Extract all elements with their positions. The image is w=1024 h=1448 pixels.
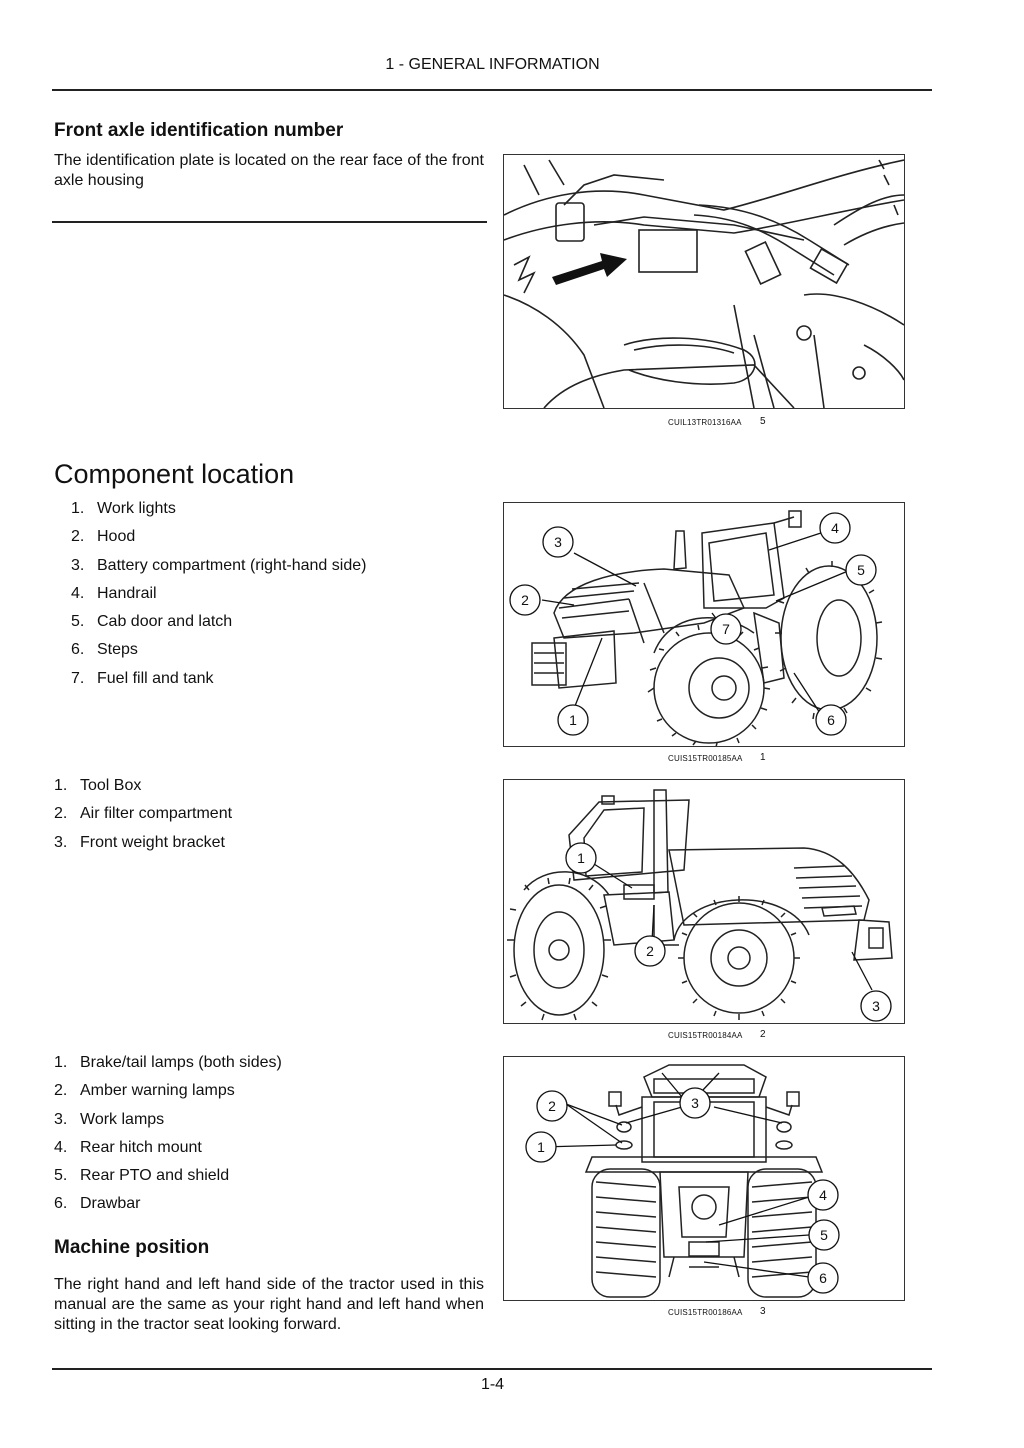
callout-label-7: 7 [722, 621, 730, 637]
list-item: 1.Tool Box [54, 777, 142, 794]
callout-7 [710, 613, 742, 645]
tractor-rear-figure: 2 3 1 4 5 6 [503, 1056, 905, 1301]
callout-6 [815, 704, 847, 736]
figure-code: CUIS15TR00186AA [668, 1308, 743, 1317]
machine-position-text: The right hand and left hand side of the… [54, 1276, 484, 1333]
figure-number: 2 [760, 1029, 766, 1040]
callout-5 [808, 1219, 840, 1251]
figure-number: 3 [760, 1306, 766, 1317]
footer-rule [52, 1368, 932, 1370]
callout-label-6: 6 [827, 712, 835, 728]
callout-label-5: 5 [820, 1227, 828, 1243]
figure-code: CUIS15TR00184AA [668, 1031, 743, 1040]
figure-code: CUIL13TR01316AA [668, 418, 742, 427]
callout-2 [509, 584, 541, 616]
component-list-2: 1.Tool Box 2.Air filter compartment 3.Fr… [54, 776, 454, 861]
list-item: 3.Work lamps [54, 1110, 165, 1128]
list-item: 6.Steps [71, 641, 138, 659]
callout-6 [807, 1262, 839, 1294]
machine-position-heading: Machine position [54, 1237, 210, 1258]
list-item: 6.Drawbar [54, 1195, 141, 1213]
list-item: 4.Rear hitch mount [54, 1138, 202, 1156]
figure-code: CUIS15TR00185AA [668, 754, 743, 763]
running-header: 1 - GENERAL INFORMATION [385, 56, 600, 73]
front-axle-illustration [504, 159, 904, 408]
tractor-illustration: 3 2 4 5 7 1 6 [509, 510, 883, 746]
callout-label-3: 3 [554, 534, 562, 550]
callout-label-2: 2 [521, 592, 529, 608]
component-list-1: 1.Work lights 2.Hood 3.Battery compartme… [71, 499, 471, 697]
callout-4 [819, 512, 851, 544]
tractor-left-side-figure: 1 2 3 [503, 779, 905, 1024]
callout-4 [807, 1179, 839, 1211]
callout-3 [542, 526, 574, 558]
callout-2 [536, 1090, 568, 1122]
callout-label-1: 1 [537, 1139, 545, 1155]
page-number: 1-4 [480, 1376, 505, 1393]
callout-label-6: 6 [819, 1270, 827, 1286]
header-rule [52, 89, 932, 91]
tractor-front-right-figure: 3 2 4 5 7 1 6 [503, 502, 905, 747]
callout-1 [557, 704, 589, 736]
callout-label-2: 2 [548, 1098, 556, 1114]
front-axle-heading: Front axle identification number [54, 120, 344, 141]
list-item: 5.Rear PTO and shield [54, 1167, 230, 1185]
callout-label-5: 5 [857, 562, 865, 578]
callout-label-3: 3 [691, 1095, 699, 1111]
callout-label-1: 1 [569, 712, 577, 728]
callout-3 [679, 1087, 711, 1119]
list-item: 5.Cab door and latch [71, 613, 233, 631]
figure-number: 1 [760, 752, 766, 763]
callout-1 [525, 1131, 557, 1163]
component-list-3: 1.Brake/tail lamps (both sides) 2.Amber … [54, 1053, 454, 1223]
callout-2 [634, 935, 666, 967]
tractor-illustration: 1 2 3 [507, 789, 893, 1022]
callout-label-3: 3 [872, 998, 880, 1014]
list-item: 2.Air filter compartment [54, 805, 233, 823]
callout-3 [860, 990, 892, 1022]
figure-number: 5 [760, 416, 766, 427]
front-axle-text: The identification plate is located on t… [54, 152, 484, 189]
list-item: 3.Front weight bracket [54, 833, 225, 851]
callout-1 [565, 842, 597, 874]
arrow-icon [552, 253, 627, 285]
component-location-heading: Component location [54, 459, 295, 489]
tractor-illustration: 2 3 1 4 5 6 [525, 1064, 840, 1298]
callout-label-4: 4 [831, 520, 839, 536]
list-item: 2.Hood [71, 528, 136, 546]
list-item: 2.Amber warning lamps [54, 1082, 235, 1100]
list-item: 1.Work lights [71, 500, 176, 517]
callout-5 [845, 554, 877, 586]
list-item: 1.Brake/tail lamps (both sides) [54, 1054, 282, 1071]
list-item: 3.Battery compartment (right-hand side) [71, 556, 367, 574]
list-item: 7.Fuel fill and tank [71, 669, 214, 687]
list-item: 4.Handrail [71, 584, 157, 602]
callout-label-4: 4 [819, 1187, 827, 1203]
section-rule [52, 221, 487, 223]
callout-label-1: 1 [577, 850, 585, 866]
front-axle-figure [503, 154, 905, 409]
callout-label-2: 2 [646, 943, 654, 959]
